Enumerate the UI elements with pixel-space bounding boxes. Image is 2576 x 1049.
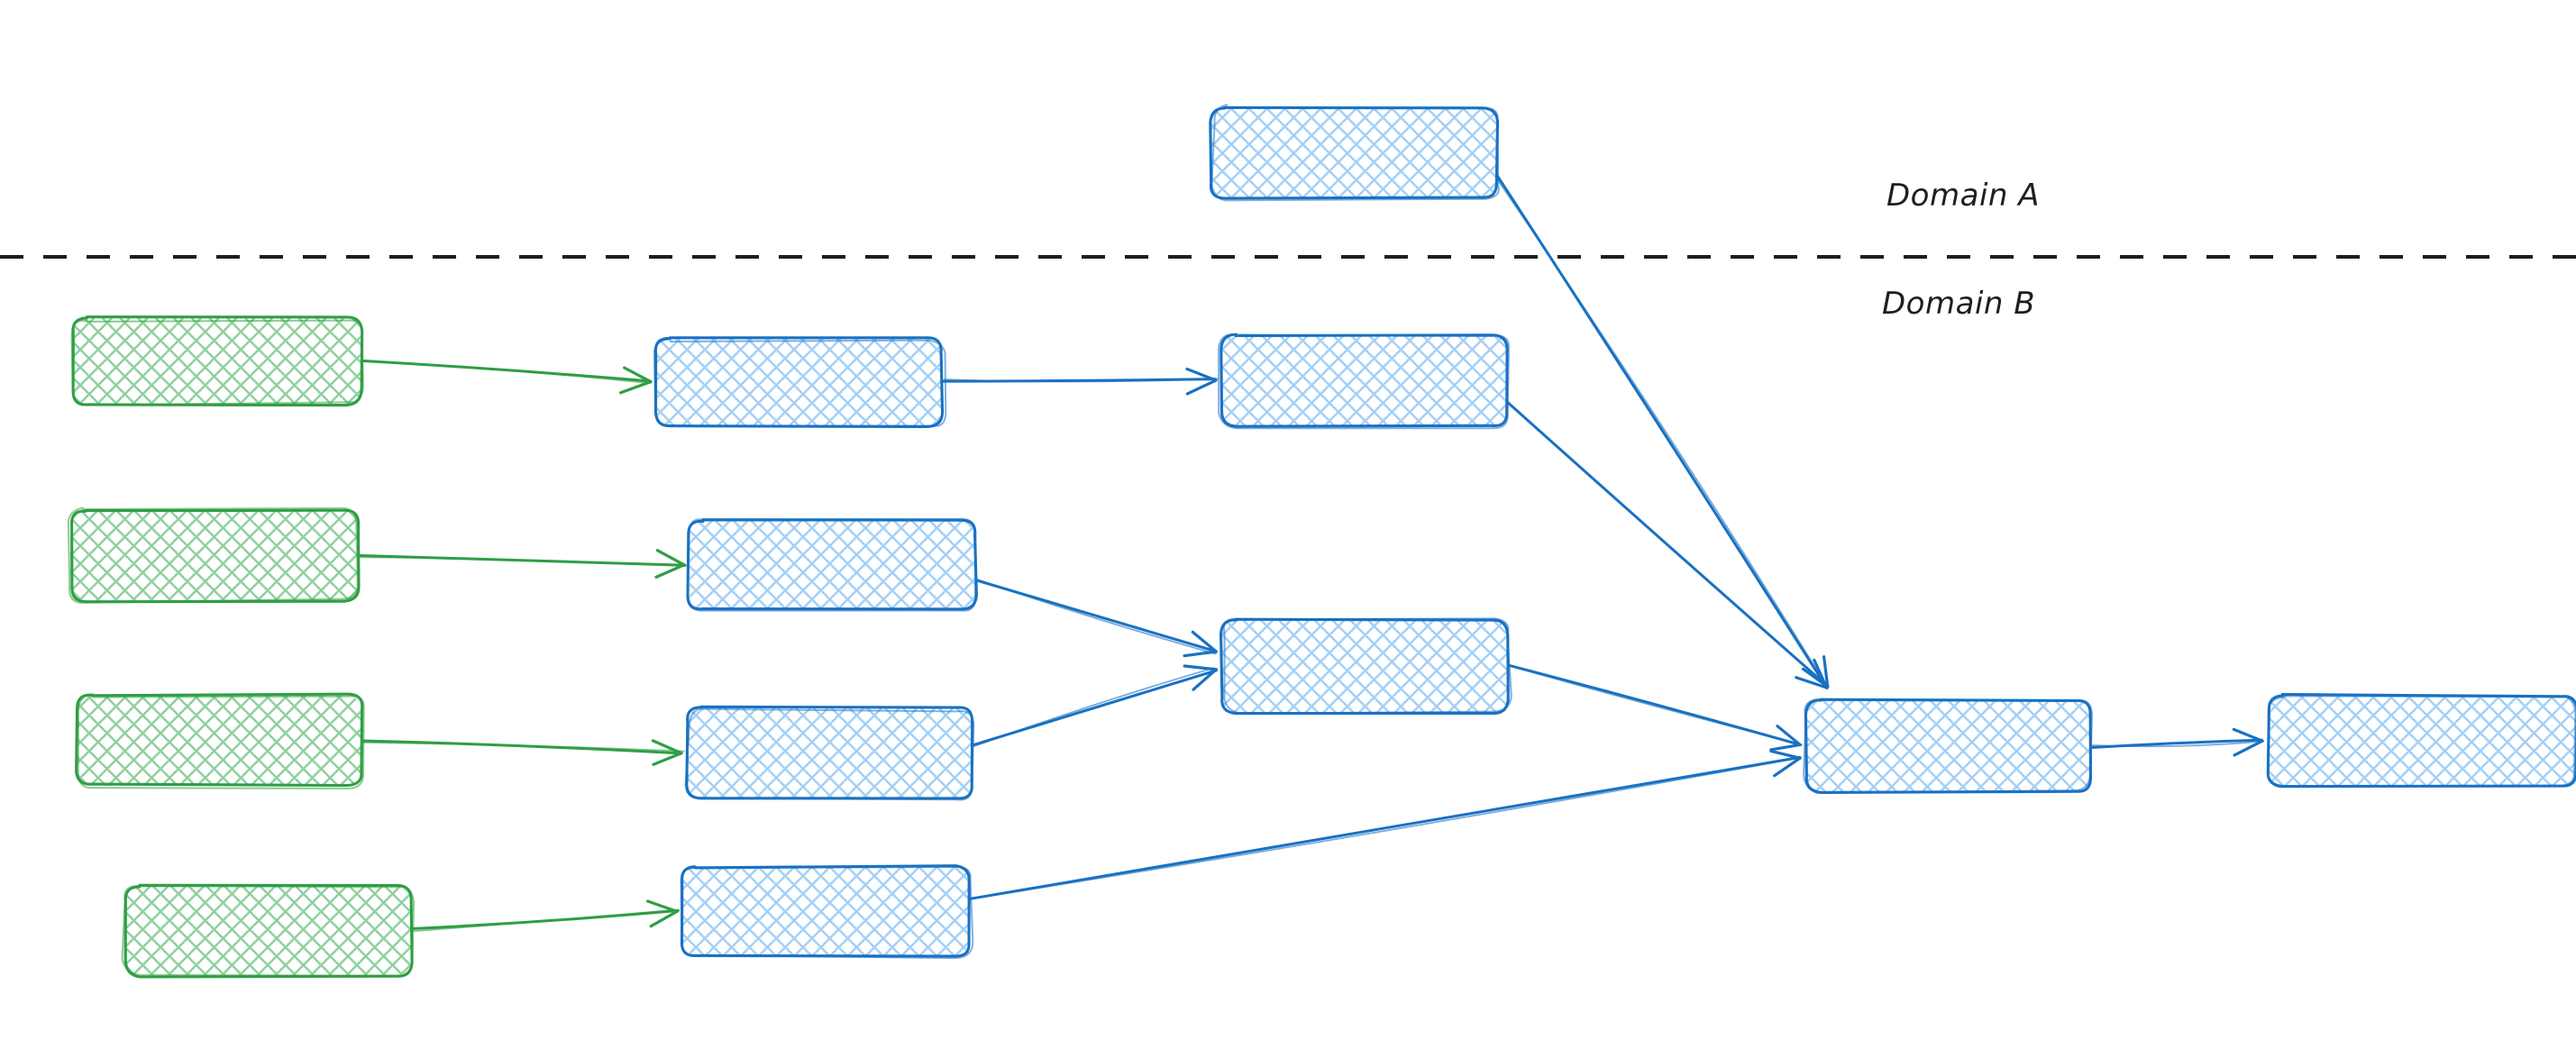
arrowhead-barb — [1191, 630, 1218, 653]
node-outline — [77, 693, 365, 789]
edge-b-merge-to-b-sink[interactable] — [1505, 663, 1803, 752]
edge-line — [361, 741, 685, 753]
arrowhead-barb — [1822, 655, 1830, 689]
node-outline — [70, 319, 364, 406]
label-domain-a: Domain A — [1886, 178, 2040, 214]
edge-line — [973, 578, 1217, 655]
node-outline — [67, 506, 359, 604]
node-outline — [1210, 104, 1500, 202]
arrowhead-barb — [619, 379, 653, 395]
node-outline — [1223, 617, 1512, 715]
arrowhead-barb — [2233, 739, 2264, 757]
arrowhead-barb — [651, 739, 683, 755]
arrowhead-barb — [1773, 756, 1802, 778]
edge-line — [1507, 664, 1803, 746]
arrowhead-barb — [654, 563, 686, 579]
edge-b-source-3-to-b-proc-3[interactable] — [410, 899, 680, 933]
node-b-source-2[interactable] — [75, 692, 365, 789]
edge-line — [969, 757, 1799, 900]
arrowhead-barb — [1183, 650, 1218, 658]
node-outline — [121, 885, 416, 977]
edge-line — [943, 378, 1219, 383]
edges-layer — [357, 174, 2265, 933]
node-b-proc-3[interactable] — [680, 864, 974, 960]
node-fill — [687, 708, 973, 798]
edge-line — [2091, 740, 2265, 748]
arrowhead-barb — [1185, 379, 1218, 396]
arrowhead-barb — [1192, 668, 1218, 691]
node-fill — [1805, 700, 2092, 792]
node-a-proc-2[interactable] — [1218, 333, 1511, 430]
node-outline — [2267, 695, 2576, 789]
node-b-sink[interactable] — [1803, 698, 2093, 795]
edge-a-proc-1-to-a-proc-2[interactable] — [942, 367, 1219, 396]
edge-b-proc-3-to-b-sink[interactable] — [966, 749, 1802, 901]
node-b-proc-1[interactable] — [686, 517, 978, 612]
edge-b-source-1-to-b-proc-1[interactable] — [357, 549, 687, 579]
edge-a-source-1-to-a-proc-1[interactable] — [357, 359, 653, 395]
node-outline — [684, 707, 975, 801]
node-a-source-1[interactable] — [70, 315, 364, 407]
node-fill — [2268, 696, 2576, 786]
node-fill — [682, 867, 969, 955]
node-fill — [1221, 620, 1508, 712]
node-a-proc-top[interactable] — [1209, 104, 1500, 202]
node-fill — [70, 510, 359, 600]
node-outline — [75, 692, 364, 788]
node-a-proc-1[interactable] — [653, 336, 947, 429]
edge-line — [1494, 176, 1829, 688]
edge-line — [1507, 402, 1829, 687]
edge-line — [971, 667, 1215, 748]
edge-a-proc-2-to-b-sink[interactable] — [1505, 400, 1830, 689]
edge-b-proc-2-to-b-merge[interactable] — [971, 664, 1218, 748]
node-fill — [124, 885, 411, 975]
node-outline — [686, 517, 977, 612]
arrowhead-barb — [1769, 743, 1802, 752]
node-outline — [653, 338, 947, 427]
edge-a-proc-top-to-b-sink[interactable] — [1494, 174, 1830, 690]
node-fill — [1211, 108, 1498, 198]
node-b-proc-2[interactable] — [684, 705, 975, 801]
node-fill — [656, 338, 943, 426]
arrowhead-barb — [646, 899, 679, 914]
node-fill — [72, 317, 361, 406]
arrowhead-barb — [1185, 367, 1218, 382]
edge-line — [412, 908, 679, 933]
node-outline — [1219, 333, 1509, 428]
arrowhead-barb — [623, 366, 653, 384]
node-outline — [680, 864, 974, 960]
nodes-layer — [67, 104, 2576, 979]
arrowhead-barb — [1795, 676, 1829, 689]
node-fill — [690, 521, 976, 609]
arrowhead-barb — [1769, 749, 1802, 760]
arrowhead-barb — [1813, 658, 1829, 689]
edge-line — [966, 755, 1802, 901]
arrowhead-barb — [1776, 725, 1802, 747]
arrowhead-barb — [655, 549, 686, 567]
node-b-merge[interactable] — [1219, 617, 1512, 716]
edge-line — [357, 360, 651, 385]
node-outline — [1209, 105, 1500, 200]
node-outline — [1803, 698, 2093, 795]
label-domain-b: Domain B — [1882, 286, 2035, 322]
labels-layer: Domain A Domain B — [1882, 178, 2040, 322]
node-outline — [1218, 333, 1511, 430]
edge-line — [360, 556, 687, 567]
arrowhead-barb — [649, 909, 679, 928]
arrowhead-barb — [1183, 664, 1218, 671]
node-outline — [123, 883, 414, 979]
edge-b-proc-1-to-b-merge[interactable] — [973, 578, 1218, 658]
edge-b-sink-to-b-final[interactable] — [2089, 727, 2265, 757]
arrowhead-barb — [2232, 727, 2264, 743]
edge-b-source-2-to-b-proc-2[interactable] — [361, 739, 685, 766]
node-b-source-3[interactable] — [121, 883, 416, 979]
node-fill — [1221, 335, 1508, 425]
node-b-source-1[interactable] — [67, 506, 361, 604]
node-b-final[interactable] — [2266, 692, 2576, 789]
arrowhead-barb — [652, 752, 683, 766]
node-fill — [78, 696, 362, 786]
